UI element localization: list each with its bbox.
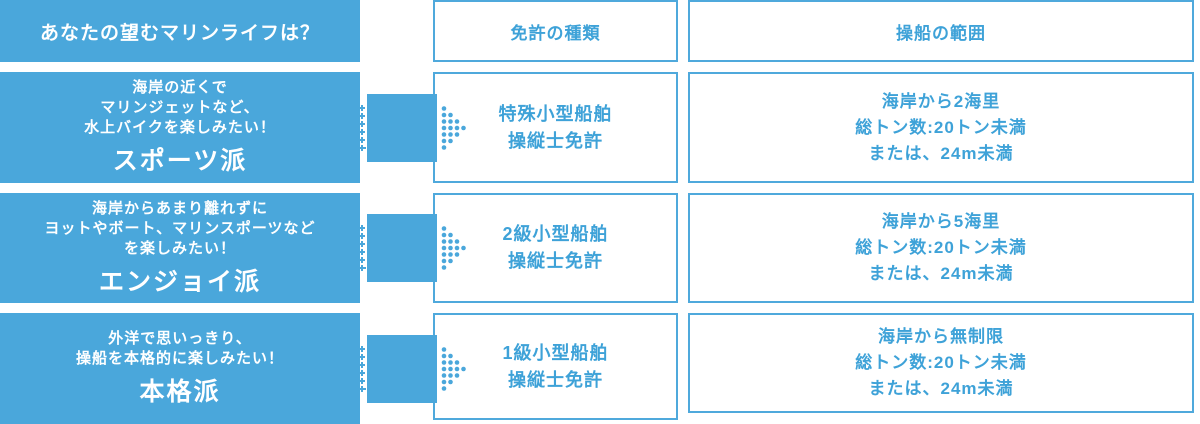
marine-life-cell: 海岸の近くで マリンジェットなど、 水上バイクを楽しみたい！ スポーツ派 — [0, 72, 360, 183]
range-line: 総トン数:20トン未満 — [855, 353, 1027, 372]
dotted-arrow-icon — [441, 226, 466, 270]
row-sports: 海岸の近くで マリンジェットなど、 水上バイクを楽しみたい！ スポーツ派 — [0, 72, 1200, 183]
row-serious: 外洋で思いっきり、 操船を本格的に楽しみたい！ 本格派 1級小型船舶 — [0, 313, 1200, 424]
license-name-line: 操縦士免許 — [508, 251, 603, 271]
license-name-line: 操縦士免許 — [508, 130, 603, 151]
desc-line: 海岸の近くで — [132, 79, 228, 96]
operation-range-cell: 海岸から5海里 総トン数:20トン未満 または、24m未満 — [688, 193, 1194, 303]
connector-block — [367, 334, 437, 403]
category-label: 本格派 — [139, 378, 221, 406]
cross-pattern-icon — [358, 345, 366, 392]
marine-life-cell: 外洋で思いっきり、 操船を本格的に楽しみたい！ 本格派 — [0, 313, 360, 424]
range-line: または、24m未満 — [868, 379, 1014, 398]
desc-line: を楽しみたい！ — [123, 239, 236, 257]
header-license-type: 免許の種類 — [433, 0, 678, 62]
license-name-line: 操縦士免許 — [508, 369, 603, 390]
dotted-arrow-icon — [441, 105, 466, 150]
license-name-line: 2級小型船舶 — [502, 224, 609, 244]
header-question-label: あなたの望むマリンライフは？ — [39, 22, 320, 44]
connector-block — [367, 214, 437, 282]
range-line: 海岸から無制限 — [878, 327, 1004, 346]
category-label: スポーツ派 — [112, 147, 248, 175]
row-enjoy: 海岸からあまり離れずに ヨットやボート、マリンスポーツなど を楽しみたい！ エン… — [0, 193, 1200, 303]
header-license-type-label: 免許の種類 — [510, 23, 601, 43]
range-line: 海岸から5海里 — [881, 212, 1001, 231]
desc-line: 外洋で思いっきり、 — [108, 330, 252, 347]
range-line: 総トン数:20トン未満 — [855, 117, 1027, 137]
cross-pattern-icon — [358, 104, 366, 151]
category-label: エンジョイ派 — [98, 267, 261, 296]
range-line: 海岸から2海里 — [881, 91, 1001, 111]
marine-life-cell: 海岸からあまり離れずに ヨットやボート、マリンスポーツなど を楽しみたい！ エン… — [0, 193, 360, 303]
operation-range-cell: 海岸から2海里 総トン数:20トン未満 または、24m未満 — [688, 72, 1194, 183]
range-line: 総トン数:20トン未満 — [855, 238, 1027, 257]
desc-line: 海岸からあまり離れずに — [91, 199, 268, 217]
desc-line: 水上バイクを楽しみたい！ — [84, 119, 276, 136]
license-type-cell: 特殊小型船舶 操縦士免許 — [433, 72, 678, 183]
license-type-cell: 2級小型船舶 操縦士免許 — [433, 193, 678, 303]
desc-line: 操船を本格的に楽しみたい！ — [75, 350, 284, 367]
header-operation-range-label: 操船の範囲 — [896, 23, 986, 43]
cross-pattern-icon — [358, 225, 366, 271]
range-line: または、24m未満 — [868, 264, 1014, 283]
desc-line: ヨットやボート、マリンスポーツなど — [44, 219, 316, 237]
desc-line: マリンジェットなど、 — [100, 99, 260, 116]
header-marine-life-question: あなたの望むマリンライフは？ — [0, 0, 360, 62]
header-operation-range: 操船の範囲 — [688, 0, 1194, 62]
range-line: または、24m未満 — [868, 143, 1014, 163]
operation-range-cell: 海岸から無制限 総トン数:20トン未満 または、24m未満 — [688, 313, 1194, 413]
license-name-line: 特殊小型船舶 — [498, 103, 613, 124]
license-name-line: 1級小型船舶 — [502, 342, 609, 363]
license-type-cell: 1級小型船舶 操縦士免許 — [433, 313, 678, 420]
dotted-arrow-icon — [441, 346, 466, 391]
connector-block — [367, 93, 437, 162]
